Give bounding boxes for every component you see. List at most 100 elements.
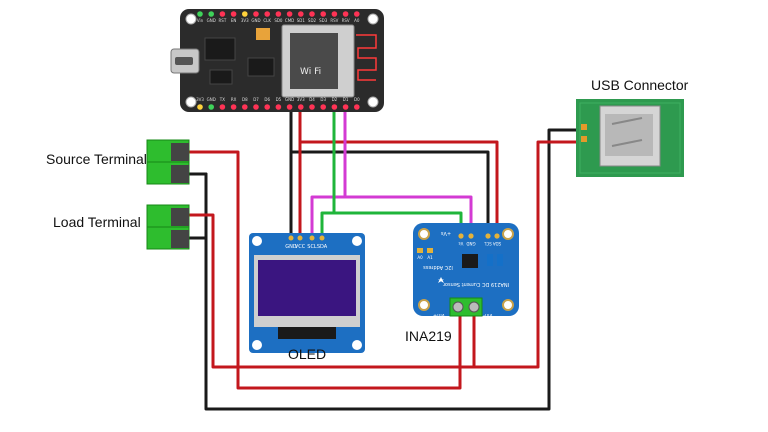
wire-load-pos [188,213,476,369]
ina219-pin [485,233,491,239]
pin-label: RX [231,97,237,102]
pin-hole [264,11,271,17]
pin-label: 3V3 [297,97,305,102]
pin-label: RST [219,18,227,23]
ina219-pin-label: SDA [493,241,502,246]
pin-label: SD0 [274,18,283,23]
pin-label: D7 [253,97,259,102]
pin-hole [342,104,349,110]
pin-hole [286,104,293,110]
antenna-trace [356,34,377,81]
pin-label: D8 [242,97,248,102]
pin-hole [354,104,360,110]
ina219-pin-label: GND [466,241,475,246]
pin-hole [275,11,282,17]
ina219-label: INA219 [405,328,452,344]
pin-label: D1 [343,97,349,102]
mount-hole [185,96,197,108]
load-terminal-label: Load Terminal [53,214,141,230]
pin-label: D3 [320,97,326,102]
oled-pin [309,235,315,241]
ina219-pin-label: SCL [483,241,491,246]
address-jumper [417,248,423,253]
pin-hole [275,104,282,110]
pin-label: D0 [354,97,360,102]
pin-hole [253,104,259,110]
pin-hole [309,104,315,110]
pin-hole [208,104,214,110]
usb-connector-label: USB Connector [591,77,689,93]
oled-pin-label: VCC [295,244,306,250]
pin-hole [264,104,271,110]
mount-hole [367,13,379,25]
pin-label: D5 [276,97,282,102]
pin-hole [320,11,327,17]
pin-hole [219,11,226,17]
pin-label: SD1 [297,18,306,23]
pin-label: GND [251,18,260,23]
pin-hole [331,104,338,110]
pin-label: GND [207,97,216,102]
wire-esp-gnd-to-ina-gnd [289,98,490,235]
pin-label: RSV [330,18,338,23]
source-terminal-label: Source Terminal [46,151,147,167]
ina219-pin [494,233,500,239]
oled-pin [288,235,294,241]
pin-hole [342,11,349,17]
pin-label: A0 [354,18,360,23]
pin-label: EN [231,18,237,23]
pin-hole [242,11,248,17]
pin-hole [197,104,203,110]
wire-usb-vcc [472,140,582,369]
wire-sda-green [320,98,336,242]
ina219-chip [462,254,478,268]
pin-label: D4 [309,97,315,102]
pin-label: 3V3 [196,97,204,102]
pin-label: RSV [342,18,350,23]
pin-label: D6 [264,97,270,102]
pin-label: GND [285,97,294,102]
regulator-chip [256,28,270,40]
mount-hole [185,13,197,25]
ina219-pin-label: Vs [459,241,464,246]
address-bit-label: A0 [417,255,423,260]
source-terminal-block [146,139,190,185]
pin-hole [320,104,327,110]
ina219-pin [458,233,464,239]
usb-pin-gnd [581,124,587,130]
wifi-text: Wi Fi [300,67,321,77]
pin-label: SD2 [308,18,317,23]
pin-label: CLK [263,18,271,23]
pin-label: CMD [285,18,294,23]
usb-pin-vcc [581,136,587,142]
i2c-address-label: I2C Address [423,264,453,270]
ina219-board-title: INA219 DC Current Sensor [442,281,509,287]
vin-minus-label: Vin- [483,312,493,318]
pin-hole [354,11,360,17]
oled-pin [319,235,325,241]
wire-source-pos [188,150,462,390]
wire-esp-3v3-to-ina [298,98,499,235]
pin-hole [298,104,304,110]
oled-pin-label: SDA [317,244,328,250]
pin-hole [253,11,259,17]
wire-scl-magenta [310,98,347,242]
oled-label: OLED [288,346,327,362]
pin-hole [230,11,237,17]
pin-hole [286,11,293,17]
oled-pin-label: SCL [307,244,317,250]
pin-hole [230,104,237,110]
pin-hole [208,11,214,17]
pin-hole [242,104,248,110]
pin-label: TX [219,97,225,102]
ina219-pin [468,233,474,239]
mount-hole [367,96,379,108]
vs-plus-label: +Vs [440,230,451,236]
